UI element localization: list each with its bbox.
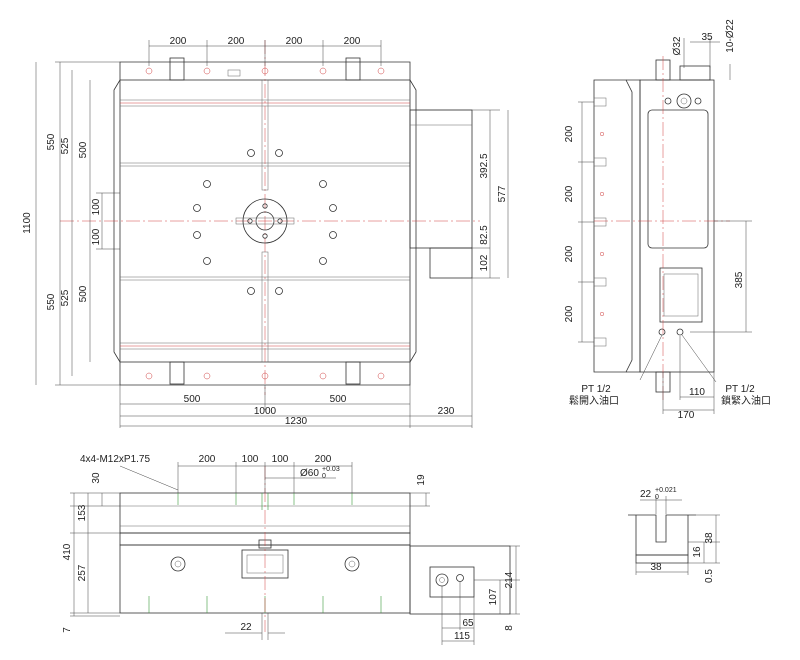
- right-dim-577: 577: [497, 185, 508, 202]
- front-left-dim-153: 153: [77, 504, 88, 521]
- left-dim-100a: 100: [91, 198, 102, 215]
- left-dim-100b: 100: [91, 228, 102, 245]
- top-view: 200 200 200 200 1100 550 525 500 100 100: [22, 36, 509, 428]
- slot-dim-0-5: 0.5: [704, 569, 715, 583]
- slot-width-upper: +0.021: [655, 487, 677, 494]
- slot-detail: 22 +0.021 0 16 38 38 0.5: [628, 487, 720, 583]
- front-left-dim-257: 257: [77, 564, 88, 581]
- top-dim-4: 200: [344, 36, 361, 47]
- left-dim-500a: 500: [78, 141, 89, 158]
- front-right-dim-19: 19: [416, 474, 427, 486]
- front-top-dim-200a: 200: [199, 454, 216, 465]
- front-left-dim-7: 7: [62, 627, 73, 633]
- right-dim-82-5: 82.5: [479, 225, 490, 245]
- left-dim-550a: 550: [46, 133, 57, 150]
- bottom-dim-230: 230: [438, 406, 455, 417]
- front-right-dim-214: 214: [504, 571, 515, 588]
- front-bottom-dim-22: 22: [240, 622, 252, 633]
- top-dim-3: 200: [286, 36, 303, 47]
- top-dim-1: 200: [170, 36, 187, 47]
- right-dim-392-5: 392.5: [479, 153, 490, 178]
- slot-dim-16: 16: [692, 546, 703, 558]
- bottom-dim-1000: 1000: [254, 406, 277, 417]
- front-bore-lower: 0: [322, 473, 326, 480]
- slot-width-lower: 0: [655, 494, 659, 501]
- port-right-line2: 鎖緊入油口: [721, 394, 771, 407]
- port-left-line2: 鬆開入油口: [569, 394, 619, 407]
- front-right-dim-8: 8: [504, 625, 515, 631]
- front-bottom-dim-65: 65: [462, 618, 474, 629]
- front-top-dim-100a: 100: [242, 454, 259, 465]
- front-top-dim-100b: 100: [272, 454, 289, 465]
- bottom-dim-1230: 1230: [285, 416, 308, 427]
- front-bore-upper: +0.03: [322, 466, 340, 473]
- left-dim-550b: 550: [46, 293, 57, 310]
- side-dim-phi32: Ø32: [672, 36, 683, 55]
- side-dim-35: 35: [701, 32, 713, 43]
- front-view: 4x4-M12xP1.75 200 100 100 200 Ø60 +0.03 …: [62, 454, 520, 645]
- side-dim-170: 170: [678, 410, 695, 421]
- front-bottom-dim-115: 115: [454, 631, 470, 642]
- slot-dim-38-horiz: 38: [650, 562, 662, 573]
- bottom-dim-500a: 500: [184, 394, 201, 405]
- left-dim-525b: 525: [60, 289, 71, 306]
- left-dim-500b: 500: [78, 285, 89, 302]
- side-dim-10-phi22: 10-Ø22: [725, 19, 736, 53]
- side-dim-110: 110: [689, 387, 705, 398]
- left-dim-1100: 1100: [22, 212, 33, 234]
- port-left-line1: PT 1/2: [581, 384, 611, 395]
- front-bore-main: Ø60: [300, 468, 319, 479]
- bottom-dim-500b: 500: [330, 394, 347, 405]
- right-dim-102: 102: [479, 254, 490, 271]
- left-dim-525a: 525: [60, 137, 71, 154]
- slot-width-main: 22: [640, 489, 652, 500]
- front-right-dim-107: 107: [488, 588, 499, 605]
- side-view: Ø32 35 10-Ø22 200 200 200 200 385: [564, 19, 771, 421]
- side-left-dim-3: 200: [564, 245, 575, 262]
- front-left-dim-410: 410: [62, 543, 73, 560]
- side-left-dim-1: 200: [564, 125, 575, 142]
- front-callout: 4x4-M12xP1.75: [80, 454, 150, 465]
- front-left-dim-30: 30: [91, 472, 102, 484]
- top-dim-2: 200: [228, 36, 245, 47]
- side-left-dim-2: 200: [564, 185, 575, 202]
- front-top-dim-200b: 200: [315, 454, 332, 465]
- port-right-line1: PT 1/2: [725, 384, 755, 395]
- side-left-dim-4: 200: [564, 305, 575, 322]
- side-right-dim-385: 385: [734, 271, 745, 288]
- slot-dim-38-vert: 38: [704, 532, 715, 544]
